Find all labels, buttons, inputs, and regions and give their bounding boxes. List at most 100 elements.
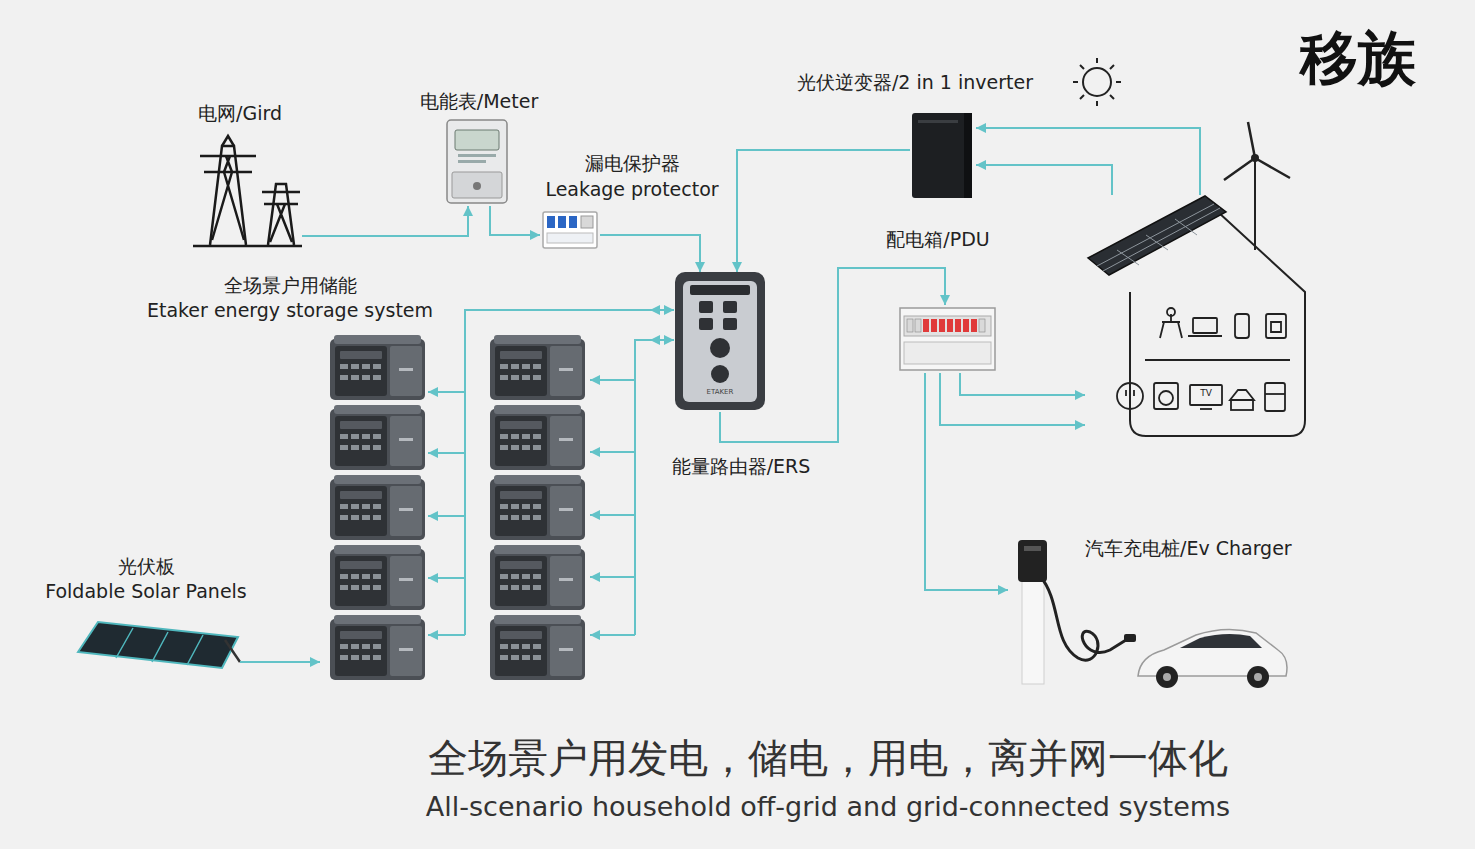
pdu-box-part <box>923 319 929 332</box>
ev-charger-part <box>1124 634 1136 642</box>
component-label: TV <box>1188 388 1224 399</box>
caption-text: 全场景户用发电，储电，用电，离并网一体化 <box>298 733 1358 783</box>
electric-car-part <box>1163 673 1171 681</box>
wind-turbine-part <box>1252 155 1258 161</box>
appliance-icons-part <box>1230 390 1254 400</box>
component-node: 电能表/Meter <box>445 118 510 206</box>
battery-stacks-part <box>330 615 425 680</box>
energy-meter-part <box>447 120 507 203</box>
pdu-box-part <box>963 319 969 332</box>
ev-charger-part <box>1040 576 1126 660</box>
text-holder: 汽车充电桩/Ev Charger <box>1085 536 1325 560</box>
battery-branch-lines-part <box>428 634 465 636</box>
ev-charger-part <box>1018 540 1047 582</box>
flow-connector <box>650 339 674 341</box>
pv-inverter-part <box>918 120 958 123</box>
component-label: 电网/Gird <box>158 101 322 125</box>
component-node: TV <box>1085 195 1310 440</box>
appliance-icons-part <box>1126 390 1134 404</box>
text-holder: 光伏板 <box>94 554 198 578</box>
appliance-icons-part <box>1200 408 1212 410</box>
flow-connector <box>302 206 468 236</box>
component-node: 漏电保护器Leakage protector <box>540 208 600 252</box>
brand-mark: 移族 <box>1300 22 1474 95</box>
energy-router-part <box>683 281 757 402</box>
flow-connector <box>650 309 674 311</box>
sun-icon <box>1073 58 1121 106</box>
component-node: 能量路由器/ERSETAKER <box>674 272 766 412</box>
text-holder: 电能表/Meter <box>397 89 561 113</box>
pdu-box-part <box>900 308 995 370</box>
energy-router-part <box>699 318 713 330</box>
battery-branch-lines-part <box>428 391 465 393</box>
battery-branch-lines-part <box>590 576 635 578</box>
appliance-icons-part <box>1265 383 1285 411</box>
battery-branch-lines-part <box>590 634 635 636</box>
flow-connector <box>490 206 540 235</box>
leakage-protector-part <box>581 216 593 228</box>
electric-car-part <box>1180 634 1262 648</box>
pdu-box-part <box>915 319 921 332</box>
ev-charger-part <box>1024 546 1041 551</box>
energy-meter-part <box>473 182 481 190</box>
text-holder: 配电箱/PDU <box>856 227 1020 251</box>
foldable-solar-panel-part <box>78 622 238 668</box>
appliance-icons-part <box>1271 322 1281 332</box>
component-node: 汽车充电桩/Ev Charger <box>1008 534 1322 692</box>
battery-stacks-part <box>330 545 425 610</box>
energy-meter-part <box>452 172 502 198</box>
leakage-protector-part <box>547 216 555 228</box>
text-holder: Leakage protector <box>515 177 749 201</box>
ev-charger-part <box>1022 578 1044 684</box>
electric-car-part <box>1156 666 1178 688</box>
flow-connector <box>976 165 1112 195</box>
pdu-box-part <box>939 319 945 332</box>
pdu-box-part <box>931 319 937 332</box>
component-label: Leakage protector <box>515 177 749 201</box>
text-holder: TV <box>1188 388 1224 399</box>
grid-towers-part <box>212 156 244 240</box>
battery-stacks-part <box>330 405 425 470</box>
subtitle-text: All-scenario household off-grid and grid… <box>298 790 1358 824</box>
energy-router-part <box>711 365 729 383</box>
flow-connector <box>240 661 320 663</box>
component-label: 配电箱/PDU <box>856 227 1020 251</box>
appliance-icons-part <box>1159 391 1173 405</box>
sun-icon-part <box>1073 58 1121 106</box>
flow-connector <box>720 268 945 442</box>
grid-towers-part <box>210 146 246 245</box>
battery-stacks-part <box>330 335 425 400</box>
energy-router-part <box>699 301 713 313</box>
energy-router-part <box>690 285 750 295</box>
pv-inverter-part <box>912 113 972 198</box>
battery-stacks-part <box>490 335 585 400</box>
text-holder: ETAKER <box>693 388 747 397</box>
battery-branch-lines-part <box>590 514 635 516</box>
component-node: 光伏逆变器/2 in 1 inverter <box>910 110 976 202</box>
pdu-box-part <box>907 319 913 332</box>
leakage-protector-part <box>569 216 577 228</box>
component-label: 汽车充电桩/Ev Charger <box>1085 536 1325 560</box>
appliance-icons <box>1117 308 1286 411</box>
component-label: 光伏逆变器/2 in 1 inverter <box>768 70 1062 94</box>
text-holder: 光伏逆变器/2 in 1 inverter <box>768 70 1062 94</box>
appliance-icons-part <box>1117 383 1143 409</box>
leakage-protector <box>543 212 597 248</box>
grid-towers <box>193 136 302 246</box>
battery-stacks-part <box>490 405 585 470</box>
sun-icon-part <box>1083 68 1111 96</box>
leakage-protector-part <box>547 233 593 243</box>
foldable-solar-panel <box>78 622 240 668</box>
flow-connector <box>940 373 1085 425</box>
component-label: 全场景户用储能 <box>118 273 462 297</box>
appliance-icons-part <box>1266 314 1286 338</box>
appliance-icons-part <box>1167 308 1175 316</box>
foldable-solar-panel-part <box>116 628 203 665</box>
component-label: 能量路由器/ERS <box>639 454 843 478</box>
text-holder: Etaker energy storage system <box>118 298 462 322</box>
house-outline-part <box>1145 359 1290 361</box>
roof-solar-panels-part <box>1088 196 1226 275</box>
battery-branch-lines-part <box>428 577 465 579</box>
pdu-box-part <box>904 316 991 336</box>
